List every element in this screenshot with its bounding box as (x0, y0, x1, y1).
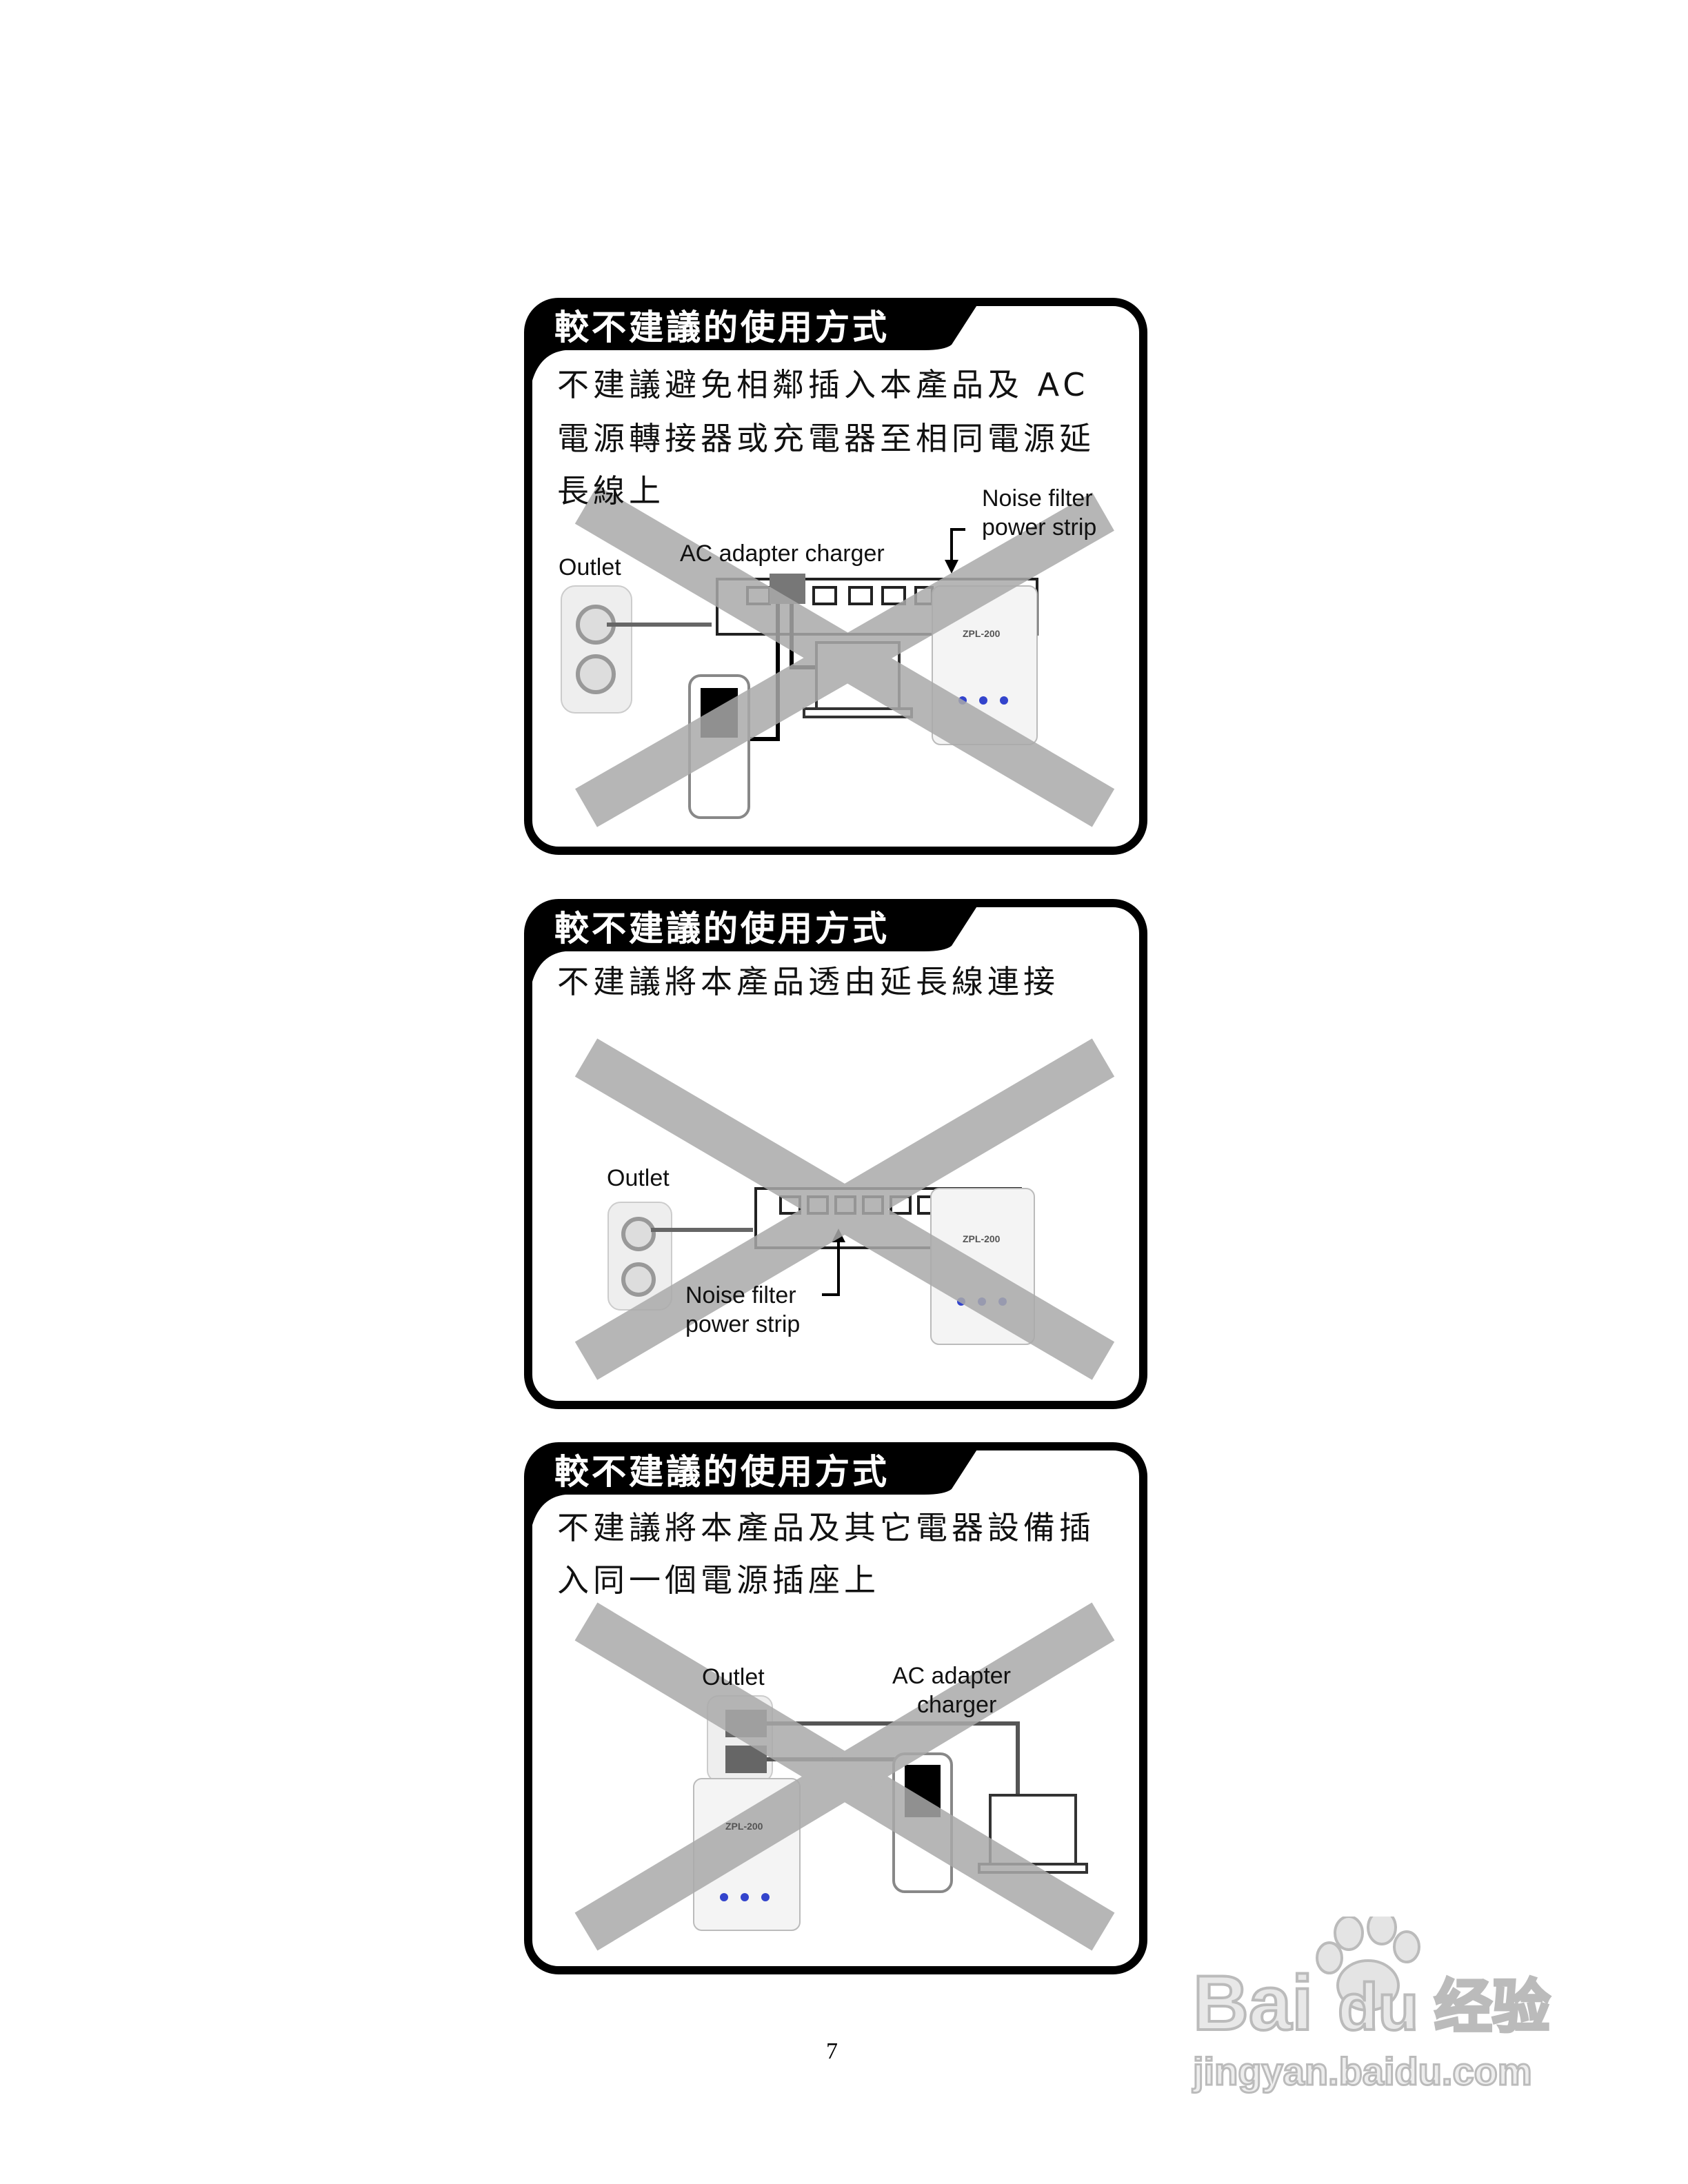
warning-panel-1: 較不建議的使用方式 不建議避免相鄰插入本產品及 AC 電源轉接器或充電器至相同電… (524, 298, 1147, 855)
device-label: ZPL-200 (963, 630, 1001, 640)
prohibited-x-icon (574, 1602, 1115, 1951)
panel-text-line: 不建議將本產品及其它電器設備插 (557, 1511, 1095, 1547)
label-outlet: Outlet (607, 1165, 670, 1191)
device-label: ZPL-200 (725, 1823, 763, 1832)
device-label: ZPL-200 (963, 1235, 1001, 1245)
label-outlet: Outlet (702, 1664, 765, 1690)
baidu-watermark: Bai du 经验 jingyan.baidu.com (1186, 1910, 1586, 2096)
label-noise-filter: Noise filter (685, 1282, 796, 1308)
panel-text-line: 電源轉接器或充電器至相同電源延 (557, 422, 1095, 458)
panel-illustration (524, 899, 1147, 1409)
panel-text-line: 長線上 (557, 474, 665, 510)
panel-text-line: 不建議將本產品透由延長線連接 (557, 965, 1059, 1001)
label-noise-filter: Noise filter (982, 485, 1093, 512)
label-charger: charger (917, 1692, 997, 1718)
panel-header: 較不建議的使用方式 (554, 1452, 890, 1492)
baidu-paw-logo-icon: Bai du 经验 jingyan.baidu.com (1192, 1910, 1551, 2094)
warning-panel-3: 較不建議的使用方式 不建議將本產品及其它電器設備插 入同一個電源插座上 Outl… (524, 1442, 1147, 1974)
label-ac-adapter: AC adapter charger (680, 540, 885, 567)
svg-text:jingyan.baidu.com: jingyan.baidu.com (1192, 2050, 1532, 2093)
panel-header: 較不建議的使用方式 (554, 307, 890, 347)
label-outlet: Outlet (559, 554, 621, 580)
label-power-strip: power strip (982, 514, 1097, 540)
label-power-strip: power strip (685, 1311, 801, 1337)
svg-text:经验: 经验 (1434, 1973, 1550, 2041)
prohibited-x-icon (574, 1038, 1115, 1380)
header-tab (528, 302, 979, 381)
svg-text:du: du (1338, 1970, 1418, 2044)
svg-text:Bai: Bai (1193, 1960, 1313, 2046)
page-number: 7 (826, 2038, 838, 2064)
panel-header: 較不建議的使用方式 (554, 909, 890, 949)
prohibited-x-icon (574, 485, 1115, 827)
panel-illustration (524, 298, 1147, 855)
panel-text-line: 不建議避免相鄰插入本產品及 AC (557, 368, 1089, 404)
warning-panel-2: 較不建議的使用方式 不建議將本產品透由延長線連接 Outlet Noise fi… (524, 899, 1147, 1409)
label-ac-adapter: AC adapter (892, 1663, 1011, 1689)
panel-illustration (524, 1442, 1147, 1974)
panel-text-line: 入同一個電源插座上 (557, 1564, 880, 1599)
